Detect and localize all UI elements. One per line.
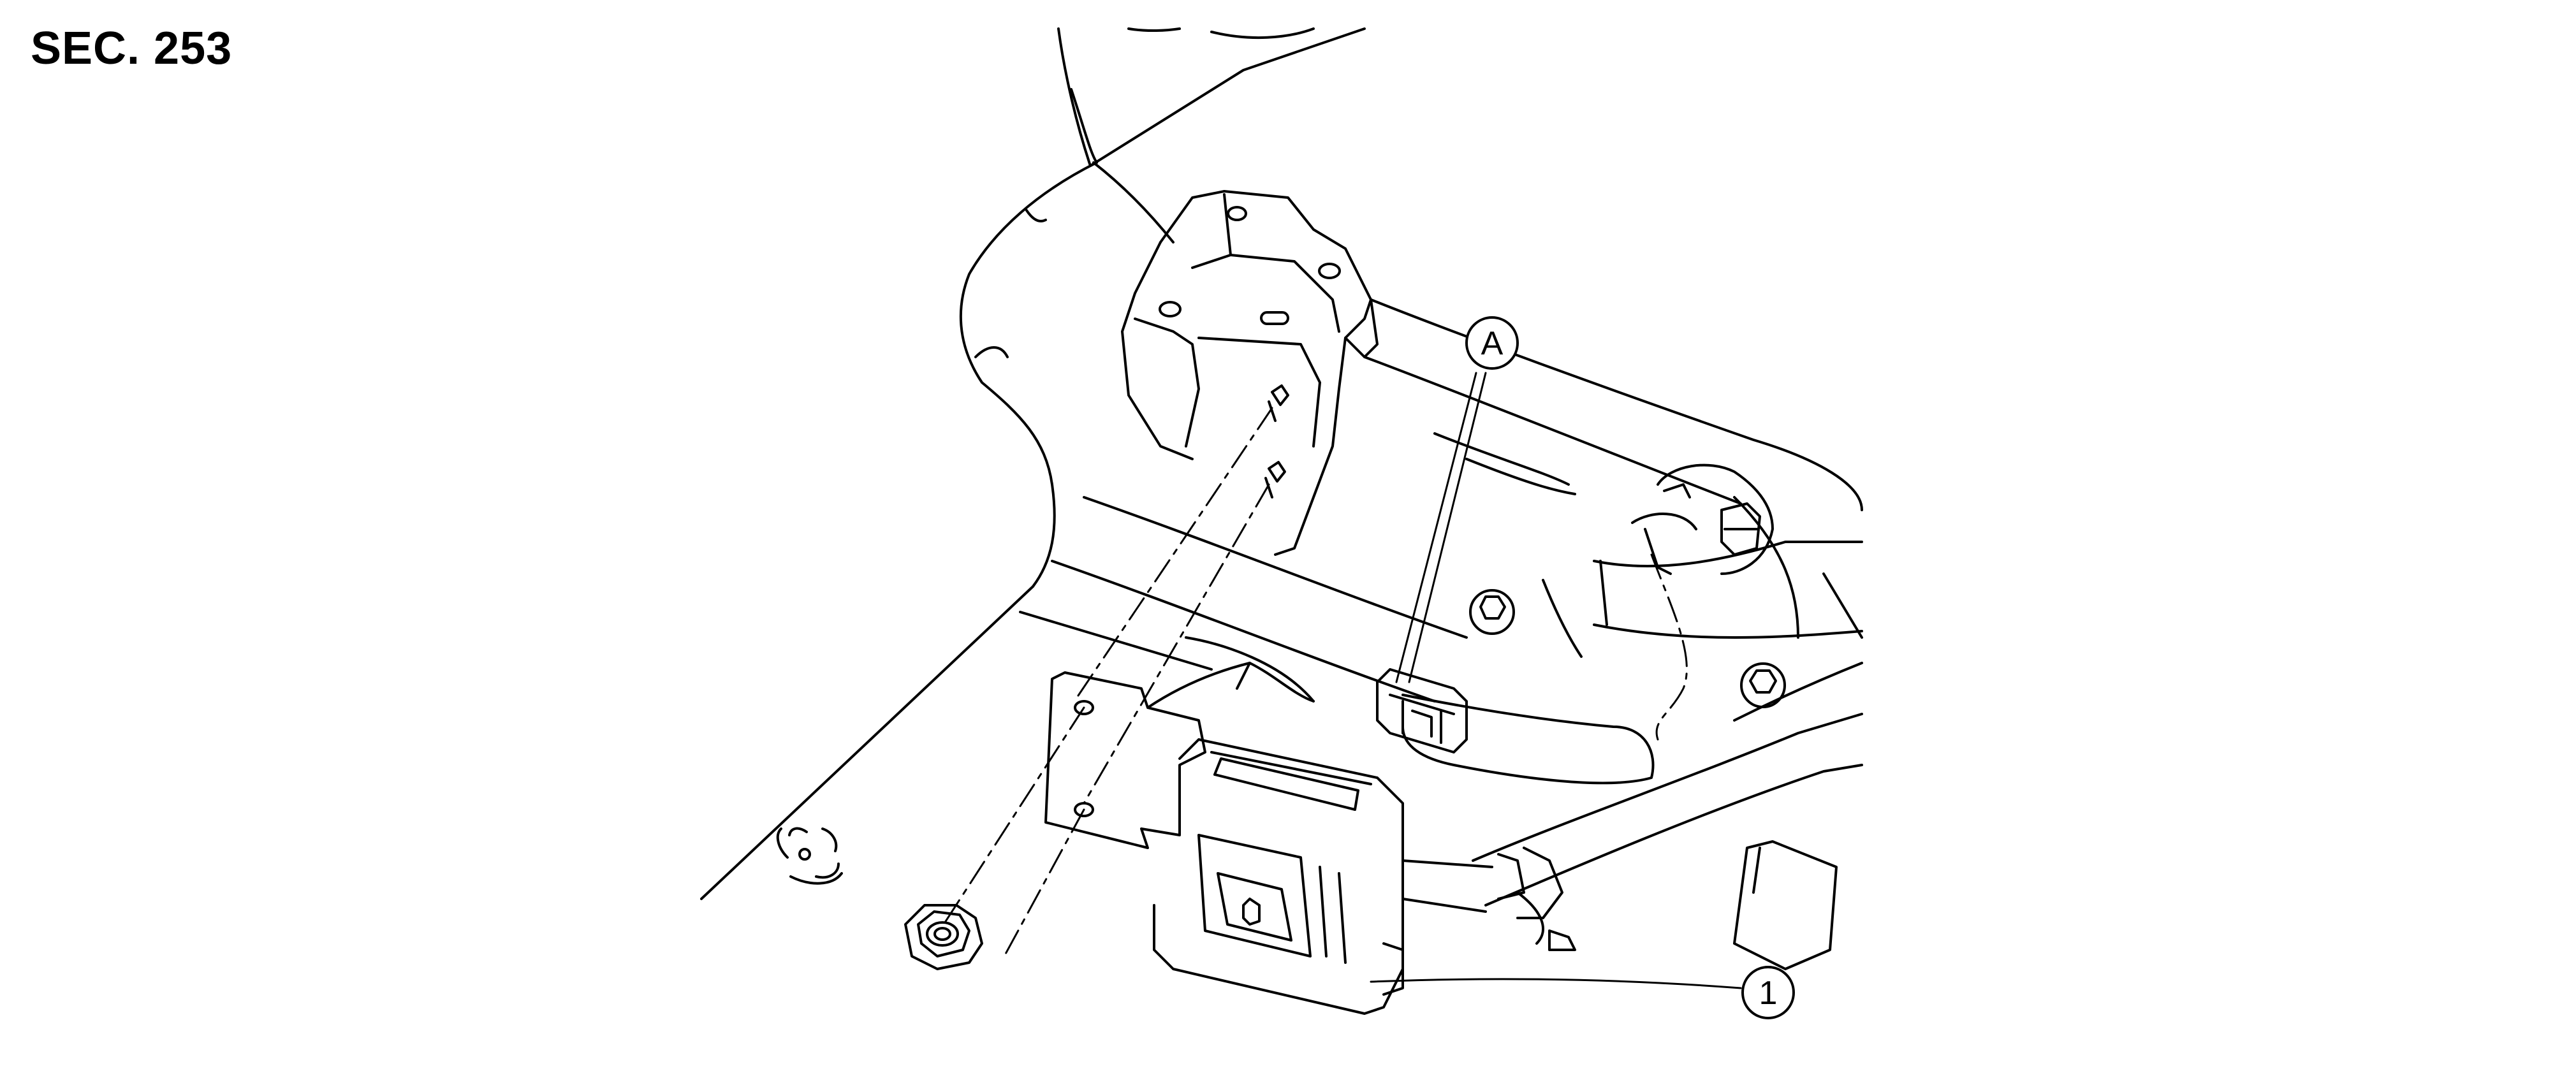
side-plate <box>1733 840 1838 970</box>
callout-1: 1 <box>1741 966 1795 1019</box>
callout-a-label: A <box>1481 325 1504 362</box>
callout-a: A <box>1465 316 1519 370</box>
hex-bolt-2 <box>1740 662 1786 708</box>
body-panel <box>959 27 1366 588</box>
connector-clip <box>1376 668 1468 754</box>
flange-nut <box>904 904 983 970</box>
lower-tab <box>1548 929 1576 951</box>
floor-vent <box>776 827 843 885</box>
leader-lines <box>1370 372 1742 989</box>
callout-1-label: 1 <box>1759 975 1778 1012</box>
mount-nut <box>1631 463 1774 575</box>
alignment-lines <box>942 407 1688 958</box>
upper-bracket <box>1121 190 1379 556</box>
frame-rails <box>1019 298 1863 722</box>
hex-bolt-1 <box>1469 589 1515 635</box>
sensor-module <box>1153 738 1525 1015</box>
mounting-plate <box>1044 636 1315 849</box>
floor-edge <box>700 585 1034 900</box>
wire-harness <box>1401 694 1863 945</box>
section-label: SEC. 253 <box>31 23 233 74</box>
